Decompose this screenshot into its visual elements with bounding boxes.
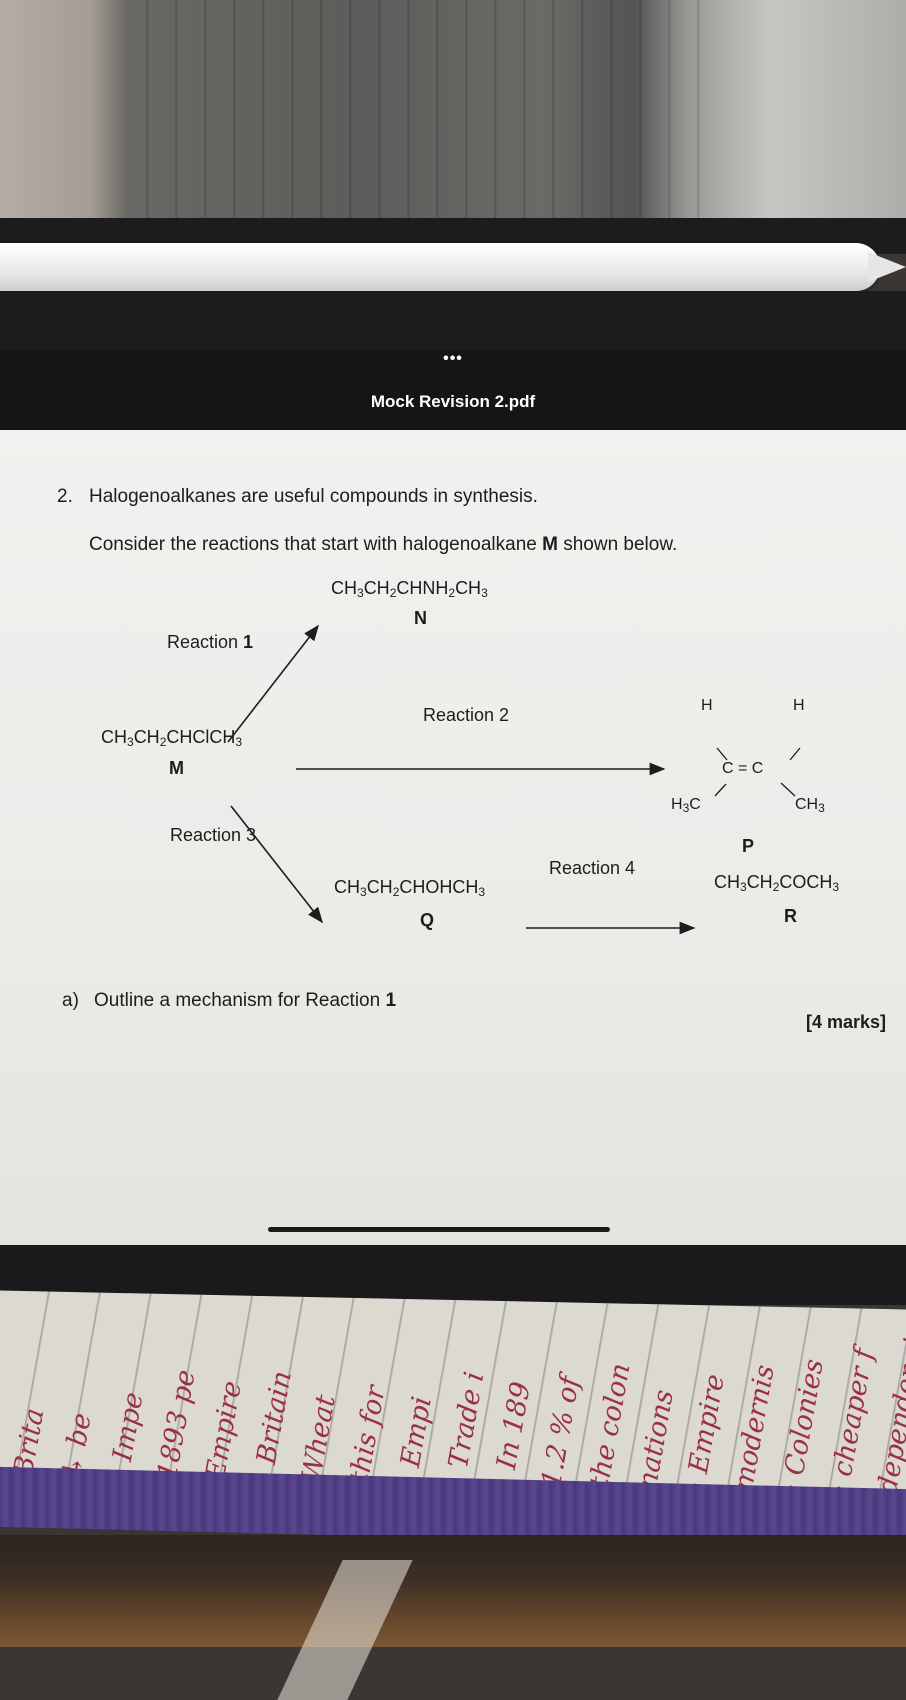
- document-title[interactable]: Mock Revision 2.pdf: [370, 392, 536, 411]
- more-options-icon[interactable]: •••: [443, 350, 463, 367]
- p-bond-ch3-left: [714, 783, 727, 797]
- part-a-marks: [4 marks]: [806, 1012, 887, 1032]
- compound-m-label: M: [169, 758, 184, 778]
- reaction-3-label: Reaction 3: [170, 825, 257, 845]
- compound-r-formula: CH3CH2COCH3: [714, 872, 840, 894]
- apple-pencil: [0, 243, 880, 291]
- compound-m-formula: CH3CH2CHClCH3: [101, 727, 243, 749]
- compound-q-label: Q: [420, 910, 435, 930]
- question-intro: Halogenoalkanes are useful compounds in …: [89, 486, 538, 507]
- reaction-4-label: Reaction 4: [549, 858, 636, 878]
- p-ch3: CH3: [795, 796, 825, 815]
- reaction-3-arrow: [230, 805, 323, 924]
- reaction-1-label: Reaction 1: [167, 632, 254, 652]
- p-bond-h-right: [789, 747, 801, 761]
- compound-q-formula: CH3CH2CHOHCH3: [334, 877, 486, 899]
- compound-r-label: R: [784, 906, 797, 926]
- compound-p-label: P: [742, 836, 755, 856]
- p-bond-ch3-right: [780, 782, 796, 797]
- part-a-label: a): [62, 990, 79, 1011]
- reaction-2-label: Reaction 2: [423, 705, 510, 725]
- reaction-scheme-arrows: [227, 624, 801, 935]
- reaction-1-arrow: [227, 624, 319, 743]
- home-indicator[interactable]: [268, 1227, 610, 1232]
- background-chair: [0, 0, 906, 225]
- question-number: 2.: [57, 486, 73, 507]
- question-instruction: Consider the reactions that start with h…: [89, 534, 678, 555]
- wooden-desk: [0, 1535, 906, 1647]
- compound-n-label: N: [414, 608, 427, 628]
- p-h-left: H: [701, 697, 713, 714]
- p-h-right: H: [793, 697, 805, 714]
- compound-n-formula: CH3CH2CHNH2CH3: [331, 578, 488, 600]
- p-double-bond: C = C: [722, 760, 764, 777]
- p-bond-h-left: [716, 747, 728, 761]
- chair-upholstery: [120, 0, 700, 225]
- apple-pencil-tip: [868, 252, 906, 282]
- p-h3c: H3C: [671, 796, 701, 815]
- part-a-question: Outline a mechanism for Reaction 1: [94, 990, 397, 1011]
- pdf-toolbar: [0, 291, 906, 431]
- pdf-page: 2. Halogenoalkanes are useful compounds …: [0, 430, 906, 1245]
